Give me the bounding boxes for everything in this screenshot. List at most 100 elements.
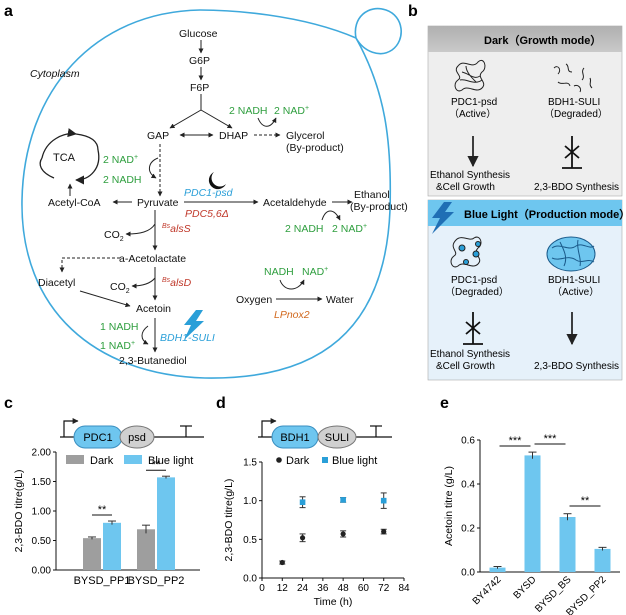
y-tick-label: 0.0 xyxy=(461,568,475,579)
construct-c-tag: psd xyxy=(128,432,146,444)
bar-BYSD xyxy=(524,455,541,572)
blue-output-left-line2: &Cell Growth xyxy=(436,361,495,372)
tag-ellipse xyxy=(119,425,155,449)
budding-cell xyxy=(354,7,402,55)
cofactor-dhap-nadh: 2 NADH xyxy=(229,105,268,117)
panel-label-b: b xyxy=(408,3,418,20)
metabolite-co2-2: CO2 xyxy=(110,281,130,295)
point-blue-light xyxy=(299,499,306,506)
point-dark xyxy=(279,559,285,566)
cofactor-gap-nadh: 2 NADH xyxy=(103,174,142,186)
lightning-icon xyxy=(184,310,204,340)
x-tick-label: BYSD xyxy=(512,574,539,601)
enzyme-pdc1-psd: PDC1-psd xyxy=(184,187,234,199)
metabolite-acetyl-coa: Acetyl-CoA xyxy=(48,197,101,209)
y-tick-label: 0.00 xyxy=(32,566,52,577)
inhibition-symbol xyxy=(562,136,582,169)
y-tick-label: 0.6 xyxy=(461,436,475,447)
point-dark xyxy=(340,531,346,537)
enzyme-alss: BsalsS xyxy=(162,223,191,235)
dark-output-right: 2,3-BDO Synthesis xyxy=(534,182,619,193)
legend-label-blue-light: Blue light xyxy=(148,455,193,467)
dark-mode-box xyxy=(427,25,623,197)
cell-membrane xyxy=(21,9,392,379)
legend-label-dark: Dark xyxy=(90,455,114,467)
metabolite-water: Water xyxy=(326,294,354,306)
cofactor-bdh-nadh: 1 NADH xyxy=(100,321,139,333)
legend-marker-blue-light xyxy=(322,457,328,463)
compartment-label: Cytoplasm xyxy=(30,68,80,80)
enzyme-alsd: BsalsD xyxy=(162,277,192,289)
x-tick-label: BY4742 xyxy=(471,574,504,607)
blue-bdh-name: BDH1-SULI xyxy=(548,275,600,286)
panel-label-e: e xyxy=(440,395,449,412)
y-tick-label: 1.5 xyxy=(243,458,257,469)
blue-bdh-state: （Active） xyxy=(552,286,599,298)
cofactor-dhap-nad: 2 NAD+ xyxy=(274,105,309,117)
x-tick-label: 12 xyxy=(277,583,289,594)
legend-swatch-dark xyxy=(66,455,84,464)
dark-pdc-state: （Active） xyxy=(449,108,496,120)
construct-d-tag: SULI xyxy=(325,432,349,444)
metabolite-dhap: DHAP xyxy=(219,130,248,142)
protein-bdh1-degraded-icon xyxy=(553,63,593,93)
panel-label-c: c xyxy=(4,395,13,412)
bar-dark-BYSD_PP2 xyxy=(137,529,155,570)
blue-output-right: 2,3-BDO Synthesis xyxy=(534,361,619,372)
point-dark xyxy=(381,529,387,535)
metabolite-a-acetolactate: a-Acetolactate xyxy=(119,253,186,265)
y-tick-label: 0.50 xyxy=(32,536,52,547)
legend-marker-dark xyxy=(276,457,282,463)
bar-BY4742 xyxy=(489,567,506,572)
moon-icon xyxy=(208,172,226,190)
metabolite-butanediol: 2,3-Butanediol xyxy=(119,355,187,367)
metabolite-pyruvate: Pyruvate xyxy=(137,197,179,209)
dark-bdh-name: BDH1-SULI xyxy=(548,97,600,108)
construct-d-gene: BDH1 xyxy=(280,432,309,444)
chart-c: 0.000.501.001.502.002,3-BDO titre(g/L)BY… xyxy=(13,448,200,587)
y-tick-label: 0.2 xyxy=(461,524,475,535)
dark-pdc-name: PDC1-psd xyxy=(451,97,497,108)
metabolite-gap: GAP xyxy=(147,130,169,142)
bar-blue-light-BYSD_PP2 xyxy=(157,477,175,570)
protein-pdc1-degraded-icon xyxy=(450,236,482,268)
legend-label-blue-light: Blue light xyxy=(332,455,377,467)
cofactor-gap-nad: 2 NAD+ xyxy=(103,154,138,166)
metabolite-ethanol: Ethanol xyxy=(354,189,390,201)
metabolite-glycerol: Glycerol xyxy=(286,130,325,142)
x-tick-label: 36 xyxy=(317,583,329,594)
blue-pdc-state: （Degraded） xyxy=(445,286,509,298)
cofactor-ox-nad: NAD+ xyxy=(302,266,328,278)
cofactor-ethanol-nadh: 2 NADH xyxy=(285,223,324,235)
x-tick-label: 84 xyxy=(398,583,410,594)
significance-mark: *** xyxy=(509,435,523,447)
bar-BYSD_BS xyxy=(559,517,576,572)
y-tick-label: 1.50 xyxy=(32,477,52,488)
bar-blue-light-BYSD_PP1 xyxy=(103,522,121,570)
significance-mark: ** xyxy=(98,504,107,516)
dark-mode-title: Dark（Growth mode） xyxy=(484,34,601,47)
metabolite-f6p: F6P xyxy=(190,82,209,94)
x-tick-label: BYSD_PP1 xyxy=(74,575,131,587)
enzyme-bdh1-suli: BDH1-SULI xyxy=(160,332,215,344)
tca-cycle-label: TCA xyxy=(53,152,76,164)
metabolite-acetaldehyde: Acetaldehyde xyxy=(263,197,327,209)
panel-label-d: d xyxy=(216,395,226,412)
protein-bdh1-active-icon xyxy=(546,236,596,272)
metabolite-oxygen: Oxygen xyxy=(236,294,272,306)
x-axis-label: Time (h) xyxy=(314,596,353,608)
significance-mark: *** xyxy=(544,433,558,445)
ethanol-note: (By-product) xyxy=(350,201,408,213)
y-tick-label: 0.5 xyxy=(243,535,257,546)
point-blue-light xyxy=(380,497,387,504)
glycerol-note: (By-product) xyxy=(286,142,344,154)
y-tick-label: 1.0 xyxy=(243,496,257,507)
metabolite-diacetyl: Diacetyl xyxy=(38,277,75,289)
y-axis-label: Acetoin titre (g/L) xyxy=(443,466,455,546)
x-tick-label: 0 xyxy=(259,583,265,594)
y-tick-label: 2.00 xyxy=(32,448,52,459)
x-tick-label: 48 xyxy=(338,583,350,594)
construct-bdh1-suli: BDH1 SULI xyxy=(258,418,392,449)
x-tick-label: 24 xyxy=(297,583,309,594)
